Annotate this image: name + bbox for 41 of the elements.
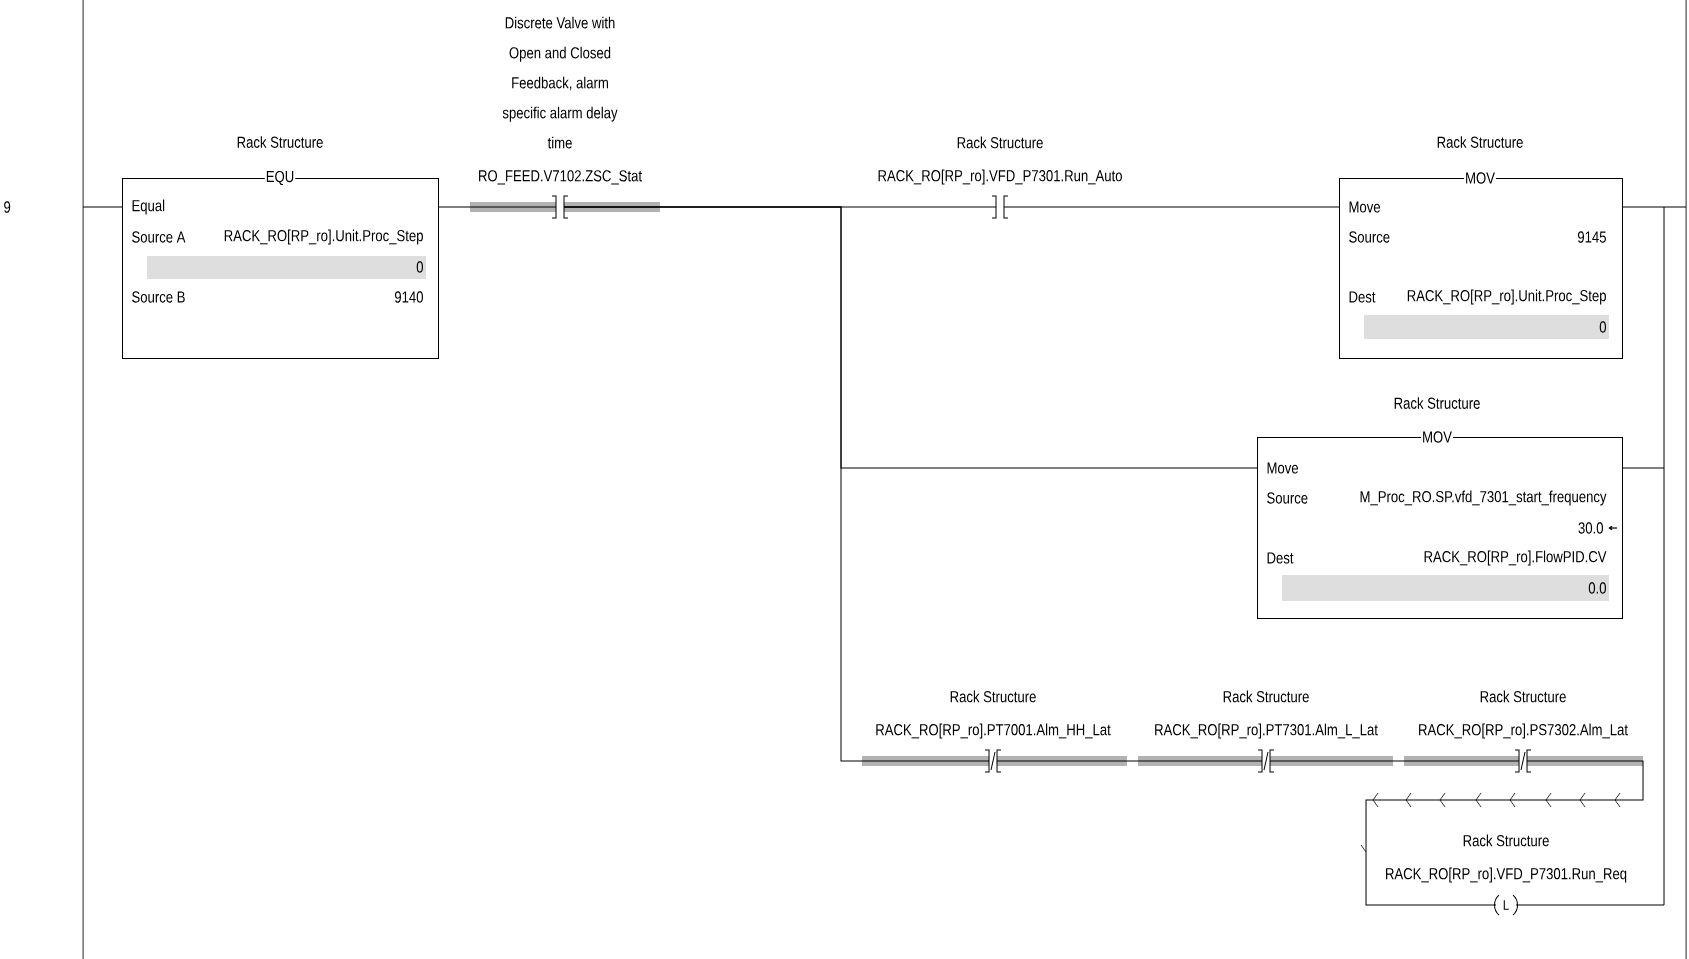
wire <box>1622 467 1665 469</box>
parameter-label: Dest <box>1267 552 1294 564</box>
instruction-mnemonic: MOV <box>1421 431 1453 443</box>
wire <box>82 206 123 208</box>
instruction-mnemonic: EQU <box>264 170 296 186</box>
parameter-label: Move <box>1267 462 1298 474</box>
tag-name: M_Proc_RO.SP.vfd_7301_start_frequency <box>1360 490 1607 506</box>
contact-label: Rack Structure RACK_RO[RP_ro].PS7302.Alm_Lat <box>1419 690 1628 739</box>
contact-label: Discrete Valve with Open and Closed Feedback, alarm specific alarm delay time RO_FEED.V7102.ZSC_Stat <box>479 16 642 185</box>
rung-number: 9 <box>4 201 11 213</box>
parameter-label: Move <box>1349 201 1380 213</box>
parameter-value: 9145 <box>1577 231 1606 243</box>
tag-name: RACK_RO[RP_ro].FlowPID.CV <box>1424 550 1607 566</box>
value-field: 0 <box>1364 315 1609 339</box>
instruction-title: Rack Structure <box>237 136 323 148</box>
instruction-title: Rack Structure <box>1394 397 1480 409</box>
wire <box>1622 206 1687 208</box>
parameter-label: Source A <box>132 231 186 243</box>
parameter-label: Source <box>1267 492 1308 504</box>
contact-label: Rack Structure RACK_RO[RP_ro].PT7001.Alm_HH_Lat <box>876 690 1111 739</box>
instruction-title: Rack Structure <box>1437 136 1523 148</box>
wire <box>438 206 557 208</box>
contact-label: Rack Structure RACK_RO[RP_ro].PT7301.Alm_L_Lat <box>1155 690 1378 739</box>
coil-label: Rack Structure RACK_RO[RP_ro].VFD_P7301.Run_Req <box>1386 834 1627 883</box>
parameter-label: Dest <box>1349 291 1376 303</box>
contact-label: Rack Structure RACK_RO[RP_ro].VFD_P7301.Run_Auto <box>878 136 1122 185</box>
wire <box>1360 760 1644 906</box>
instruction-mnemonic: MOV <box>1464 172 1496 184</box>
wire <box>563 206 990 762</box>
parameter-value: 9140 <box>394 291 423 303</box>
parameter-value: 30.0 <box>1578 522 1603 534</box>
value-field: 0.0 <box>1282 575 1609 601</box>
tag-name: RACK_RO[RP_ro].Unit.Proc_Step <box>1407 289 1606 305</box>
wire <box>1269 760 1520 762</box>
parameter-label: Source <box>1349 231 1390 243</box>
wire <box>1003 206 1340 208</box>
parameter-label: Equal <box>132 199 165 215</box>
tag-name: RACK_RO[RP_ro].Unit.Proc_Step <box>224 229 423 245</box>
value-field: 0 <box>147 256 426 279</box>
wire <box>1515 904 1665 906</box>
parameter-label: Source B <box>132 291 185 303</box>
